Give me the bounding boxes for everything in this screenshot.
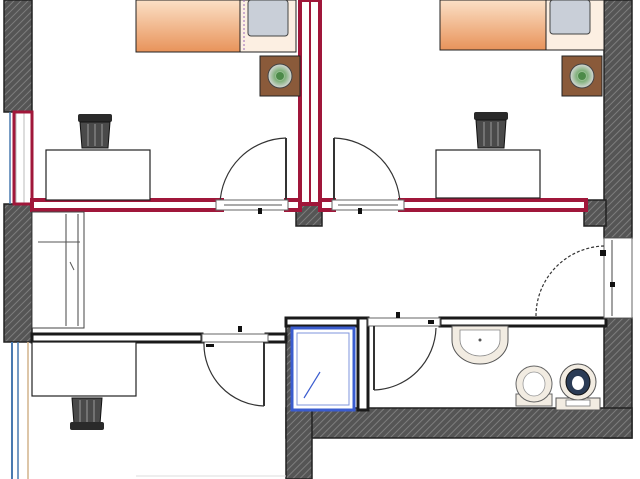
wall-left-middle [3, 203, 33, 343]
washbasin-icon[interactable] [451, 325, 509, 365]
wall-bottom-horizontal [285, 407, 633, 439]
hallway-sliding-door[interactable] [31, 211, 85, 329]
nightstand[interactable] [561, 55, 603, 97]
wall-right-upper [603, 0, 633, 239]
wall-pillar-right [583, 199, 607, 227]
window-left-upper [9, 110, 34, 206]
desk[interactable] [435, 149, 541, 199]
bedroom-partitions [30, 0, 588, 212]
partition-study-top [30, 332, 204, 344]
exterior-walls [3, 0, 633, 479]
partition-shower-right [356, 316, 370, 412]
window-left-lower [11, 342, 29, 479]
chair-icon[interactable] [78, 114, 112, 149]
entrance-door[interactable] [535, 237, 633, 319]
partition-bath-top [438, 316, 608, 328]
shower-room-door[interactable] [367, 312, 441, 391]
bidet-icon[interactable] [515, 365, 553, 407]
partition-shower-top [284, 316, 364, 328]
study-left [31, 341, 137, 430]
interior-partitions [30, 316, 608, 412]
bedroom-left [45, 0, 301, 201]
toilet-icon[interactable] [555, 363, 601, 411]
pillow [247, 0, 289, 37]
bedroom-right-door[interactable] [331, 137, 405, 214]
desk[interactable] [45, 149, 151, 201]
bathroom [451, 325, 601, 411]
bedroom-left-door[interactable] [215, 137, 289, 214]
pillow [549, 0, 591, 35]
partition-study-stub [264, 332, 288, 344]
shower-room [290, 326, 356, 412]
wall-left-upper [3, 0, 33, 113]
desk[interactable] [31, 341, 137, 397]
partition-bedroom-right-bottom [398, 198, 588, 212]
shower-tray[interactable] [290, 326, 356, 412]
study-door[interactable] [201, 326, 269, 407]
partition-bedroom-left-bottom [30, 198, 224, 212]
chair-icon[interactable] [474, 112, 508, 149]
nightstand[interactable] [259, 55, 301, 97]
bed[interactable] [439, 0, 605, 51]
bedroom-right [435, 0, 605, 199]
windows [9, 110, 34, 479]
chair-icon[interactable] [70, 397, 104, 430]
bed[interactable] [135, 0, 297, 53]
